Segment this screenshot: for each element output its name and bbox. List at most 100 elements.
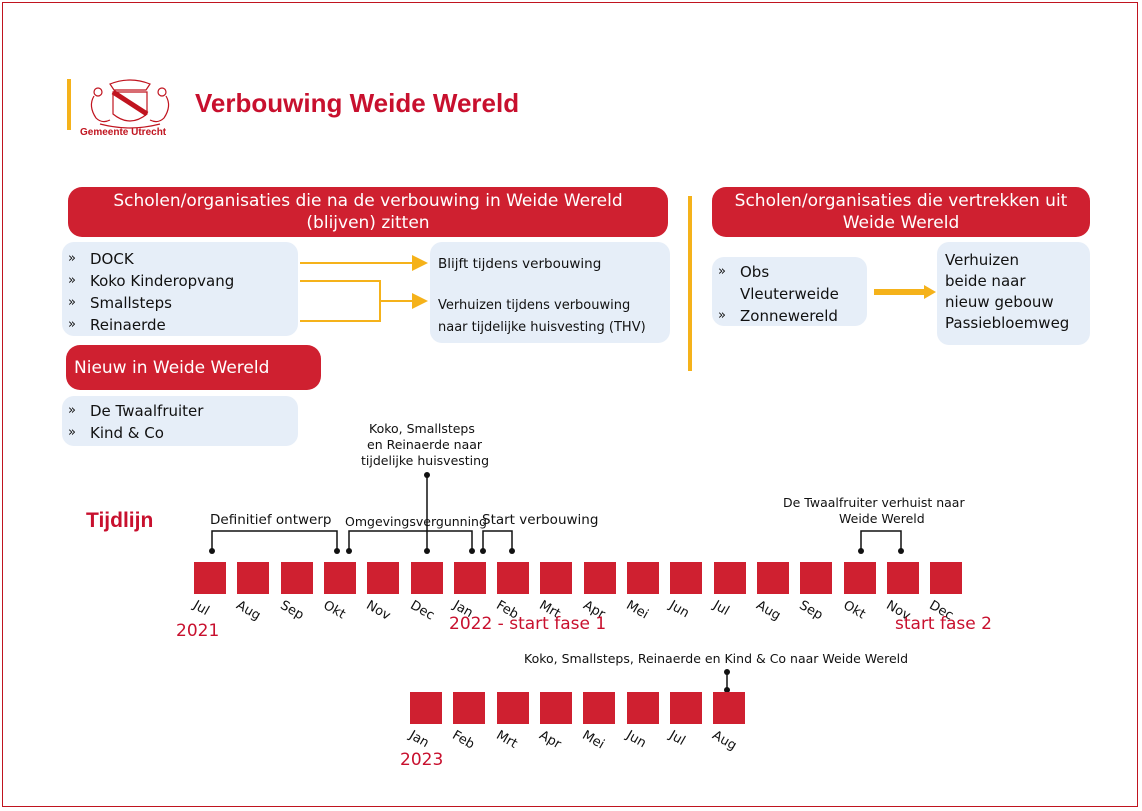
section-divider — [688, 196, 692, 371]
month-block — [539, 692, 572, 724]
timeline-label: Tijdlijn — [86, 509, 154, 532]
bullet: » — [68, 403, 76, 418]
list-item: » Kind & Co — [68, 422, 298, 444]
month-block — [323, 562, 356, 594]
month-block — [756, 562, 789, 594]
bracket-omgeving — [348, 530, 473, 551]
month-block — [670, 562, 703, 594]
month-block — [626, 692, 659, 724]
arrow-move — [300, 280, 381, 322]
month-block — [237, 562, 270, 594]
utrecht-coat-of-arms-icon — [90, 79, 170, 129]
month-block — [280, 562, 313, 594]
month-block — [930, 562, 963, 594]
ann-twaalf-1: De Twaalfruiter verhuist naar — [783, 495, 965, 510]
month-block — [453, 692, 486, 724]
dot — [724, 687, 730, 693]
leave-section-header-text: Scholen/organisaties die vertrekken uit … — [734, 191, 1068, 233]
ann-final: Koko, Smallsteps, Reinaerde en Kind & Co… — [524, 651, 909, 666]
list-item: » DOCK — [68, 248, 298, 270]
list-item: » Koko Kinderopvang — [68, 270, 298, 292]
dot — [346, 548, 352, 554]
leave-item-zonnewereld: Zonnewereld — [740, 307, 838, 325]
month-block — [583, 562, 616, 594]
dot — [469, 548, 475, 554]
bullet: » — [718, 308, 726, 323]
month-block — [713, 692, 746, 724]
dot — [858, 548, 864, 554]
list-item: » Obs — [718, 261, 867, 283]
arrow-leave-head — [924, 285, 936, 299]
month-block — [194, 562, 226, 594]
new-item-twaalfruiter: De Twaalfruiter — [90, 402, 204, 420]
note-move-line2: naar tijdelijke huisvesting (THV) — [438, 320, 646, 335]
dot — [509, 548, 515, 554]
month-block — [669, 692, 702, 724]
leave-list-box: » Obs Vleuterweide » Zonnewereld — [712, 257, 867, 326]
stay-item-reinaerde: Reinaerde — [90, 316, 166, 334]
month-block — [800, 562, 833, 594]
year-2021: 2021 — [176, 621, 220, 641]
bullet: » — [68, 425, 76, 440]
target-line: beide naar — [945, 272, 1026, 290]
month-block — [540, 562, 573, 594]
new-section-header-text: Nieuw in Weide Wereld — [74, 357, 270, 378]
month-block — [410, 562, 443, 594]
month-block — [496, 692, 529, 724]
list-item: » Zonnewereld — [718, 305, 867, 327]
month-block — [713, 562, 746, 594]
month-block — [583, 692, 616, 724]
bracket-twaalf — [860, 530, 902, 551]
dot — [898, 548, 904, 554]
page-title: Verbouwing Weide Wereld — [195, 88, 520, 118]
year-2023: 2023 — [400, 750, 444, 770]
month-block — [367, 562, 400, 594]
list-item: » De Twaalfruiter — [68, 400, 298, 422]
month-block — [410, 692, 442, 724]
ann-twaalf-2: Weide Wereld — [839, 511, 925, 526]
stay-list-box: » DOCK » Koko Kinderopvang » Smallsteps »Re… — [62, 242, 298, 336]
logo-text: Gemeente Utrecht — [80, 127, 167, 138]
bullet: » — [68, 251, 76, 266]
ann-start: Start verbouwing — [482, 512, 599, 528]
target-line: Passiebloemweg — [945, 314, 1070, 332]
list-item-continuation: Vleuterweide — [718, 283, 867, 305]
bracket-definitief — [211, 530, 338, 551]
month-block — [453, 562, 486, 594]
new-item-kind-co: Kind & Co — [90, 424, 164, 442]
month-block — [497, 562, 530, 594]
note-move-line1: Verhuizen tijdens verbouwing — [438, 298, 631, 313]
month-block — [843, 562, 876, 594]
month-block — [627, 562, 659, 594]
leave-target-box: Verhuizen beide naar nieuw gebouw Passie… — [937, 242, 1090, 345]
month-block — [886, 562, 919, 594]
year-2022: 2022 - start fase 1 — [449, 614, 607, 634]
logo-accent-bar — [67, 79, 71, 130]
list-item: »Reinaerde — [68, 314, 298, 336]
ann-koko-2: en Reinaerde naar — [367, 437, 483, 452]
dot — [424, 472, 430, 478]
target-line: Verhuizen — [945, 251, 1020, 269]
ann-koko-3: tijdelijke huisvesting — [361, 453, 490, 468]
leave-item-obs-line1: Obs — [740, 263, 770, 281]
bracket-start — [482, 530, 513, 551]
start-fase-2: start fase 2 — [895, 614, 992, 634]
stay-section-header-text: Scholen/organisaties die na de verbouwin… — [113, 191, 623, 233]
ann-definitief: Definitief ontwerp — [210, 512, 332, 528]
stay-item-koko: Koko Kinderopvang — [90, 272, 235, 290]
bullet: » — [718, 264, 726, 279]
new-section-header: Nieuw in Weide Wereld — [66, 345, 321, 390]
bullet: » — [68, 295, 76, 310]
dot — [480, 548, 486, 554]
dot — [334, 548, 340, 554]
ann-koko-1: Koko, Smallsteps — [369, 421, 475, 436]
ann-omgeving: Omgevingsvergunning — [345, 514, 487, 529]
stay-item-dock: DOCK — [90, 250, 134, 268]
bullet: » — [68, 273, 76, 288]
target-line: nieuw gebouw — [945, 293, 1054, 311]
dot — [724, 669, 730, 675]
stay-item-smallsteps: Smallsteps — [90, 294, 172, 312]
new-list-box: » De Twaalfruiter » Kind & Co — [62, 396, 298, 446]
list-item: » Smallsteps — [68, 292, 298, 314]
